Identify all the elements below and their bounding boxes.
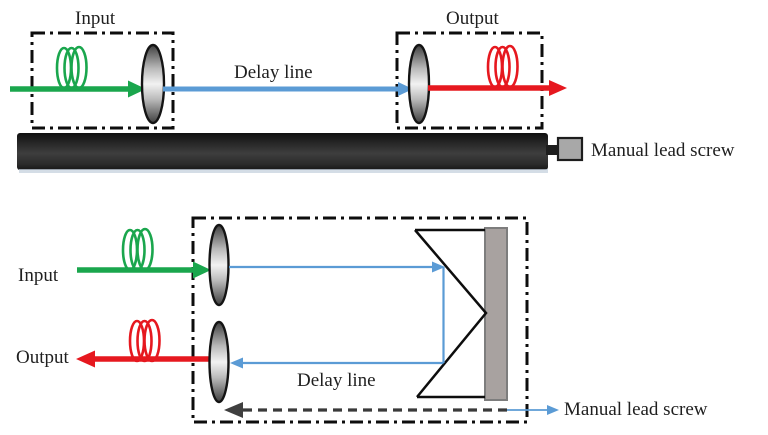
input-unit-box: [30, 31, 175, 130]
mirror: [484, 227, 508, 401]
collimating-lens-icon-top: [208, 223, 230, 307]
top-lead-screw-label: Manual lead screw: [591, 140, 735, 161]
translation-rail: [17, 133, 548, 173]
rail-shaft: [546, 145, 560, 155]
output-beam-arrow: [428, 80, 567, 96]
delay-unit-box: [191, 216, 529, 424]
output-unit-box: [395, 31, 544, 130]
input-beam-arrow: [10, 80, 146, 98]
input-fiber-coil-icon: [55, 45, 88, 90]
lead-screw-knob: [556, 136, 584, 162]
bottom-lead-screw-label: Manual lead screw: [564, 399, 708, 420]
output-fiber-coil-icon: [486, 44, 519, 89]
bottom-delay-line-label: Delay line: [297, 370, 376, 391]
collimating-lens-icon-bottom: [208, 320, 230, 404]
lead-screw-dashed-arrow: [224, 402, 507, 418]
delay-beam-path: [229, 261, 445, 369]
output-beam-arrow-bottom: [76, 350, 211, 368]
retroreflector-prism-icon: [414, 228, 488, 399]
input-lens-icon: [140, 43, 166, 125]
top-delay-line-label: Delay line: [234, 62, 313, 83]
top-input-label: Input: [75, 8, 116, 29]
input-fiber-coil-icon-bottom: [121, 227, 154, 272]
top-output-label: Output: [446, 8, 499, 29]
delay-beam-arrow: [163, 82, 413, 96]
output-lens-icon: [407, 43, 431, 125]
label-pointer-arrow: [507, 405, 559, 415]
output-fiber-coil-icon-bottom: [128, 318, 161, 363]
bottom-input-label: Input: [18, 265, 59, 286]
bottom-output-label: Output: [16, 347, 69, 368]
